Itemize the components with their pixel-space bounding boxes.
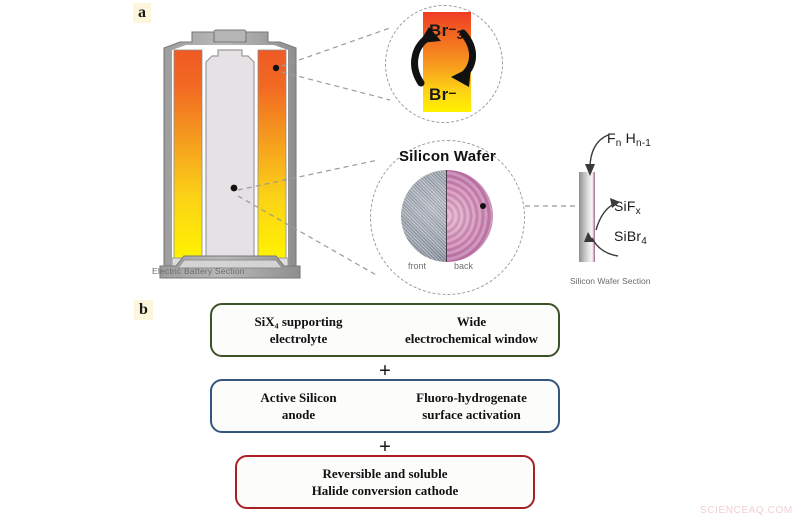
- callout-dot-cathode: [272, 64, 280, 72]
- electrolyte-left-line2: electrolyte: [269, 331, 328, 346]
- fn-subscript: n: [615, 138, 622, 149]
- silicon-bromide-label: SiBr4: [614, 228, 647, 247]
- bromide-label: Br–: [429, 84, 457, 105]
- site-watermark: SCIENCEAQ.COM: [700, 505, 793, 516]
- wafer-anchor-dot: [480, 203, 486, 209]
- br3-species: Br: [429, 21, 449, 40]
- bromine-tribromide-label: Br–3: [429, 20, 464, 42]
- sifx-formula: SiF: [614, 198, 636, 214]
- arrow-sifx-path: [595, 203, 615, 231]
- wafer-back-label: back: [454, 261, 474, 271]
- battery-cross-section: [150, 28, 310, 279]
- sifx-subscript: x: [635, 206, 641, 217]
- cathode-line2: Halide conversion cathode: [311, 483, 459, 498]
- sibr4-subscript: 4: [641, 236, 648, 247]
- electrolyte-left-line1: SiX₄ supporting: [254, 313, 343, 329]
- anode-left-line2: anode: [281, 407, 316, 422]
- silicon-fluoride-label: SiFx: [614, 198, 641, 217]
- br3-subscript: 3: [456, 28, 464, 42]
- br3-charge: –: [448, 20, 457, 36]
- battery-electrode-left: [173, 49, 203, 259]
- electrolyte-right-line2: electrochemical window: [405, 331, 538, 346]
- silicon-wafer-callout-circle: [370, 140, 525, 295]
- anode-left-text: Active Silicon anode: [212, 389, 385, 423]
- anode-left-line1: Active Silicon: [260, 389, 337, 405]
- sibr4-formula: SiBr: [614, 228, 642, 244]
- electrolyte-right-text: Wide electrochemical window: [385, 313, 558, 347]
- wafer-front-label: front: [408, 261, 427, 271]
- concept-box-anode: Active Silicon anode Fluoro-hydrogenate …: [210, 379, 560, 433]
- battery-terminal-cap: [213, 29, 247, 43]
- concept-box-electrolyte: SiX₄ supporting electrolyte Wide electro…: [210, 303, 560, 357]
- cathode-text: Reversible and soluble Halide conversion…: [237, 465, 533, 499]
- battery-caption: Electric Battery Section: [152, 266, 245, 276]
- silicon-wafer-section-bar: [579, 172, 595, 262]
- anode-right-text: Fluoro-hydrogenate surface activation: [385, 389, 558, 423]
- anode-right-line2: surface activation: [422, 407, 521, 422]
- hn-element: H: [625, 130, 636, 146]
- concept-box-cathode: Reversible and soluble Halide conversion…: [235, 455, 535, 509]
- hn-subscript: n-1: [635, 138, 651, 149]
- battery-electrode-right: [257, 49, 287, 259]
- fn-element: F: [607, 130, 616, 146]
- silicon-wafer-title: Silicon Wafer: [398, 148, 497, 165]
- battery-svg: [159, 29, 301, 279]
- panel-label-a: a: [133, 3, 151, 23]
- callout-dot-anode: [230, 184, 238, 192]
- wafer-face-divider: [446, 170, 448, 262]
- anode-right-line1: Fluoro-hydrogenate: [416, 389, 527, 405]
- arrow-fnhn-path: [589, 134, 609, 169]
- electrolyte-left-text: SiX₄ supporting electrolyte: [212, 313, 385, 347]
- br-charge: –: [448, 84, 457, 100]
- br-species: Br: [429, 85, 449, 104]
- fluorohydrogenate-label: Fn Hn-1: [607, 130, 651, 149]
- wafer-front-face: [401, 170, 447, 262]
- wafer-back-face: [447, 170, 493, 262]
- cathode-line1: Reversible and soluble: [322, 465, 448, 481]
- wafer-section-caption: Silicon Wafer Section: [570, 276, 651, 286]
- electrolyte-right-line1: Wide: [456, 313, 487, 329]
- plus-symbol-1: +: [379, 358, 391, 382]
- battery-separator-core: [205, 49, 255, 259]
- panel-label-b: b: [134, 300, 153, 320]
- silicon-wafer-disc: [401, 170, 493, 262]
- plus-symbol-2: +: [379, 434, 391, 458]
